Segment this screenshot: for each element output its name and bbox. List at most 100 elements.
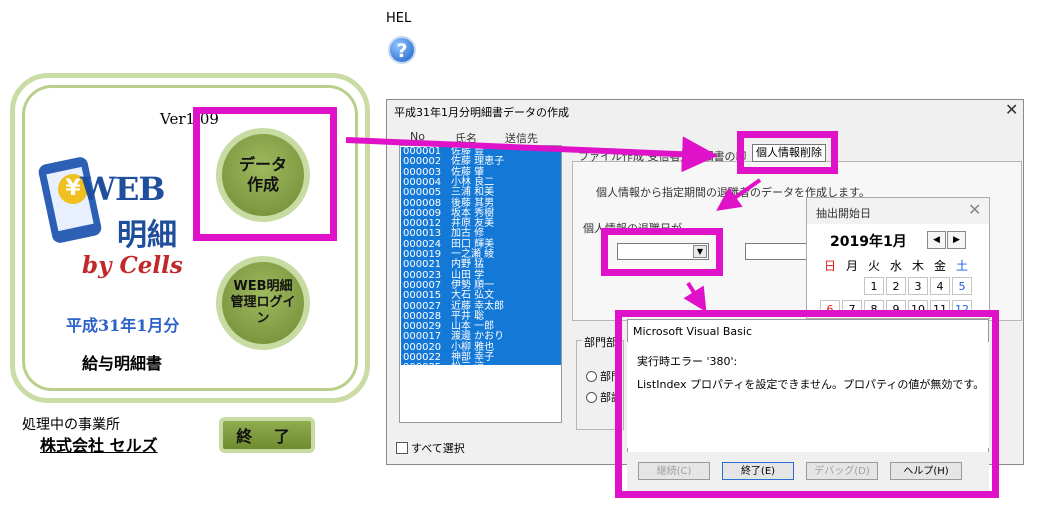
employee-name: 渡邊 かおり: [451, 331, 505, 343]
dialog-title: 平成31年1月分明細書データの作成: [394, 106, 569, 119]
employee-name: 一之瀬 綾: [451, 249, 495, 260]
end-debug-button[interactable]: 終了(E): [722, 462, 794, 480]
highlight-error: [615, 310, 999, 498]
help-icon[interactable]: ?: [388, 36, 416, 64]
employee-no: 000017: [403, 331, 442, 343]
error-message: ListIndex プロパティを設定できません。プロパティの値が無効です。: [637, 378, 985, 391]
chevron-down-icon[interactable]: ▼: [693, 245, 707, 258]
employee-name: 坂本 秀樹: [451, 207, 495, 219]
list-item[interactable]: 000023 山田 学: [403, 269, 485, 282]
employee-no: 000002: [403, 156, 442, 168]
arrow-to-combo: [716, 178, 762, 211]
employee-name: 加古 修: [451, 228, 485, 240]
employee-no: 000012: [403, 218, 442, 230]
list-item[interactable]: 000025 松元 涼: [403, 362, 485, 374]
employee-name: 田口 輝美: [451, 238, 495, 250]
employee-name: 近藤 幸太郎: [451, 300, 505, 312]
employee-no: 000009: [403, 207, 442, 219]
employee-no: 000005: [403, 187, 442, 199]
employee-name: 佐藤 肇: [451, 166, 485, 178]
calendar-nav: ◀ ▶: [927, 231, 967, 249]
calendar-day[interactable]: 2: [886, 277, 906, 295]
employee-no: 000008: [403, 197, 442, 209]
weekday-label: 金: [933, 259, 946, 273]
employee-no: 000003: [403, 166, 442, 178]
list-item[interactable]: 000005 三浦 和美: [403, 187, 495, 199]
employee-name: 内野 猛: [451, 259, 485, 271]
employee-name: 松元 涼: [451, 362, 485, 374]
weekday-label: 火: [867, 259, 880, 273]
data-create-button[interactable]: データ作成: [216, 128, 310, 222]
selection-highlight: [401, 147, 561, 365]
close-icon[interactable]: ✕: [1005, 100, 1019, 119]
employee-no: 000001: [403, 146, 442, 157]
calendar-day[interactable]: 5: [952, 277, 972, 295]
employee-name: 小林 良二: [451, 176, 495, 188]
period-label: 平成31年1月分: [66, 316, 180, 335]
calendar-day[interactable]: 1: [864, 277, 884, 295]
list-item[interactable]: 000013 加古 修: [403, 228, 485, 240]
error-code: 実行時エラー '380':: [637, 355, 738, 368]
employee-no: 000025: [403, 362, 442, 374]
list-item[interactable]: 000008 後藤 其男: [403, 197, 495, 210]
calendar-day[interactable]: 4: [930, 277, 950, 295]
calendar-day[interactable]: 3: [908, 277, 928, 295]
logo-cells-text: by Cells: [82, 252, 183, 279]
employee-name: 山本 一郎: [451, 321, 495, 333]
employee-name: 佐藤 豊: [451, 146, 485, 157]
employee-no: 000021: [403, 259, 442, 271]
retire-date-combo[interactable]: ▼: [617, 243, 709, 260]
employee-no: 000020: [403, 341, 442, 353]
employee-name: 伊勢 順一: [451, 279, 495, 291]
radio-circle[interactable]: [586, 370, 597, 382]
employee-name: 後藤 其男: [451, 197, 495, 209]
office-label: 処理中の事業所: [22, 417, 120, 433]
web-admin-login-label: WEB明細管理ログイン: [230, 279, 296, 326]
end-button[interactable]: 終 了: [219, 417, 315, 453]
employee-no: 000022: [403, 352, 442, 363]
list-item[interactable]: 000012 井原 友美: [403, 218, 495, 230]
list-item[interactable]: 000004 小林 良二: [403, 176, 495, 189]
continue-button[interactable]: 継続(C): [638, 462, 710, 480]
calendar-close-icon[interactable]: ✕: [968, 200, 982, 219]
next-month-icon[interactable]: ▶: [947, 231, 966, 249]
radio-circle[interactable]: [586, 391, 597, 403]
list-item[interactable]: 000009 坂本 秀樹: [403, 207, 495, 220]
employee-no: 000004: [403, 176, 442, 188]
weekday-label: 月: [845, 259, 858, 273]
employee-name: 井原 友美: [451, 218, 495, 230]
list-item[interactable]: 000029 山本 一郎: [403, 321, 495, 333]
prev-month-icon[interactable]: ◀: [927, 231, 946, 249]
header-dest: 送信先: [505, 132, 538, 145]
employee-name: 三浦 和美: [451, 187, 495, 199]
debug-button[interactable]: デバッグ(D): [806, 462, 878, 480]
select-all-checkbox[interactable]: すべて選択: [396, 440, 465, 456]
tab-delete-personal-info[interactable]: 個人情報削除: [752, 144, 826, 162]
arrow-to-tab: [345, 136, 718, 173]
logo-web-text: WEB: [80, 170, 165, 208]
list-item[interactable]: 000003 佐藤 肇: [403, 166, 485, 179]
employee-name: 山田 学: [451, 269, 485, 281]
employee-no: 000007: [403, 279, 442, 291]
highlight-combo: [601, 228, 723, 276]
list-item[interactable]: 000007 伊勢 順一: [403, 279, 495, 292]
employee-no: 000029: [403, 321, 442, 333]
list-item[interactable]: 000017 渡邊 かおり: [403, 331, 505, 343]
help-button[interactable]: ヘルプ(H): [890, 462, 962, 480]
list-item[interactable]: 000001 佐藤 豊: [403, 146, 485, 158]
weekday-label: 水: [889, 259, 902, 273]
employee-no: 000013: [403, 228, 442, 240]
employee-no: 000023: [403, 269, 442, 281]
checkbox-box[interactable]: [396, 442, 408, 454]
list-item[interactable]: 000021 内野 猛: [403, 259, 485, 271]
web-admin-login-button[interactable]: WEB明細管理ログイン: [216, 256, 310, 350]
